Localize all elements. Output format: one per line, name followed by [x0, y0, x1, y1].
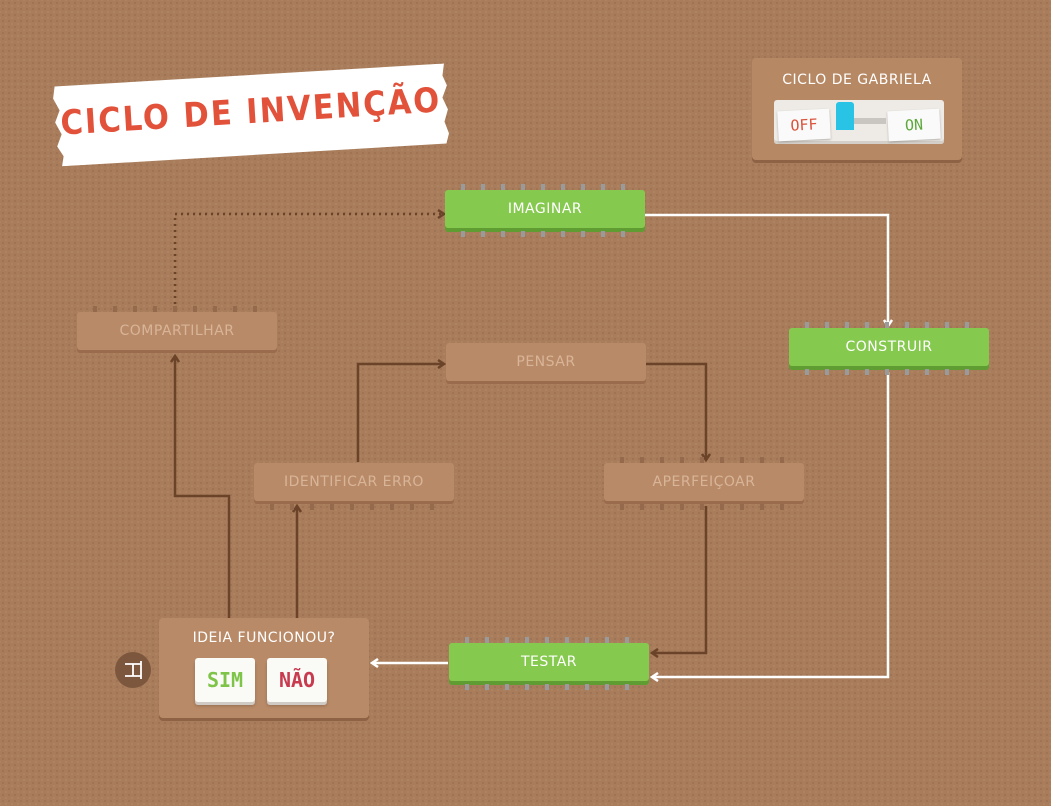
flow-pensar-to-aperfeicoar — [645, 362, 706, 460]
toggle-on-label: ON — [887, 108, 941, 142]
title-banner: CICLO DE INVENÇÃO — [50, 63, 451, 167]
toggle-knob[interactable] — [836, 102, 854, 130]
node-pensar[interactable]: PENSAR — [446, 343, 646, 381]
node-pins-bottom — [465, 684, 633, 690]
node-aperfeicoar[interactable]: APERFEIÇOAR — [604, 457, 804, 510]
node-label: PENSAR — [516, 354, 576, 370]
toggle-off-label: OFF — [777, 108, 831, 142]
node-pins-bottom — [461, 231, 629, 237]
decision-question: IDEIA FUNCIONOU? — [192, 630, 336, 646]
torn-paper-shape — [53, 63, 449, 167]
node-imaginar[interactable]: IMAGINAR — [445, 184, 645, 237]
node-compartilhar[interactable]: COMPARTILHAR — [77, 306, 277, 350]
node-pins-bottom — [805, 369, 973, 375]
node-pins-top — [620, 457, 788, 463]
node-label: IMAGINAR — [507, 201, 583, 217]
flow-construir-to-testar — [652, 372, 890, 677]
node-label: APERFEIÇOAR — [652, 474, 756, 490]
node-testar[interactable]: TESTAR — [449, 637, 649, 690]
node-pins-top — [461, 184, 629, 190]
node-label: COMPARTILHAR — [119, 323, 235, 339]
cycle-toggle-panel: CICLO DE GABRIELA OFF ON — [752, 58, 962, 160]
toggle-rail — [840, 118, 886, 124]
flow-decision-to-compartilhar — [175, 356, 231, 618]
cycle-toggle-switch[interactable]: OFF ON — [774, 100, 944, 144]
flow-aperfeicoar-to-testar — [652, 506, 708, 653]
flow-identificar-to-pensar — [356, 364, 444, 462]
sim-button[interactable]: SIM — [195, 658, 255, 702]
node-label: TESTAR — [520, 654, 578, 670]
node-pins-bottom — [620, 504, 788, 510]
node-label: CONSTRUIR — [845, 339, 933, 355]
decision-connector-icon — [115, 652, 151, 688]
nao-button[interactable]: NÃO — [267, 658, 327, 702]
node-pins-top — [465, 637, 633, 643]
node-pins-top — [93, 306, 261, 312]
node-pins-top — [805, 322, 973, 328]
decision-panel: IDEIA FUNCIONOU? SIM NÃO — [159, 618, 369, 718]
node-construir[interactable]: CONSTRUIR — [789, 322, 989, 375]
flow-imaginar-to-construir — [645, 213, 888, 326]
flow-compartilhar-to-imaginar — [173, 214, 444, 310]
node-identificar-erro[interactable]: IDENTIFICAR ERRO — [254, 463, 454, 510]
node-label: IDENTIFICAR ERRO — [284, 474, 424, 490]
toggle-label: CICLO DE GABRIELA — [782, 72, 932, 88]
node-pins-bottom — [270, 504, 438, 510]
fork-connector-icon — [125, 661, 142, 679]
